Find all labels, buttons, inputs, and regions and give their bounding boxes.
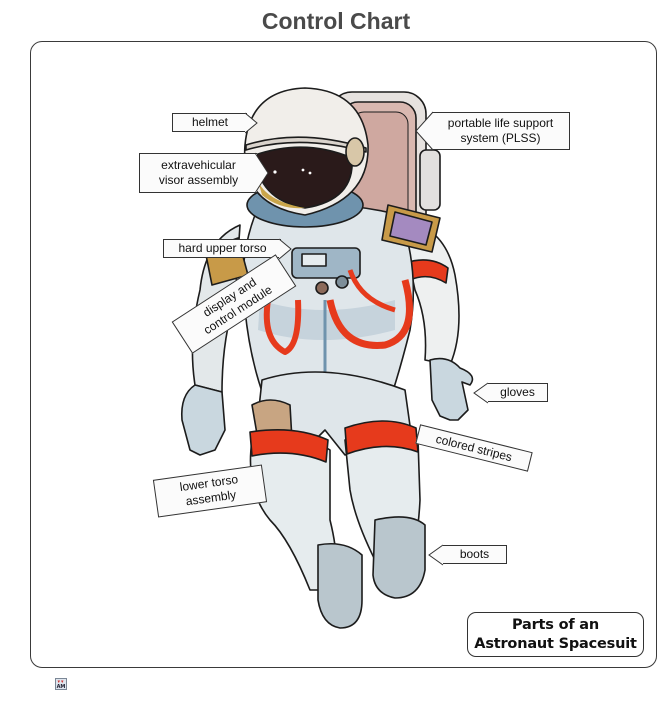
pointer-arrow-icon xyxy=(473,382,489,404)
pointer-arrow-icon xyxy=(428,544,444,566)
pointer-arrow-icon xyxy=(245,112,258,134)
label-visor-assembly: extravehicular visor assembly xyxy=(139,153,257,193)
page-title: Control Chart xyxy=(261,8,411,34)
pointer-arrow-icon xyxy=(279,238,292,260)
label-boots: boots xyxy=(443,545,507,564)
label-helmet: helmet xyxy=(172,113,247,132)
label-hard-upper-torso: hard upper torso xyxy=(163,239,281,258)
label-plss: portable life support system (PLSS) xyxy=(432,112,570,150)
publisher-logo-icon: ▾▾ AM xyxy=(55,678,67,690)
pointer-arrow-icon xyxy=(415,111,434,151)
pointer-arrow-icon xyxy=(255,152,269,194)
label-gloves: gloves xyxy=(488,383,548,402)
diagram-caption: Parts of an Astronaut Spacesuit xyxy=(467,612,644,657)
